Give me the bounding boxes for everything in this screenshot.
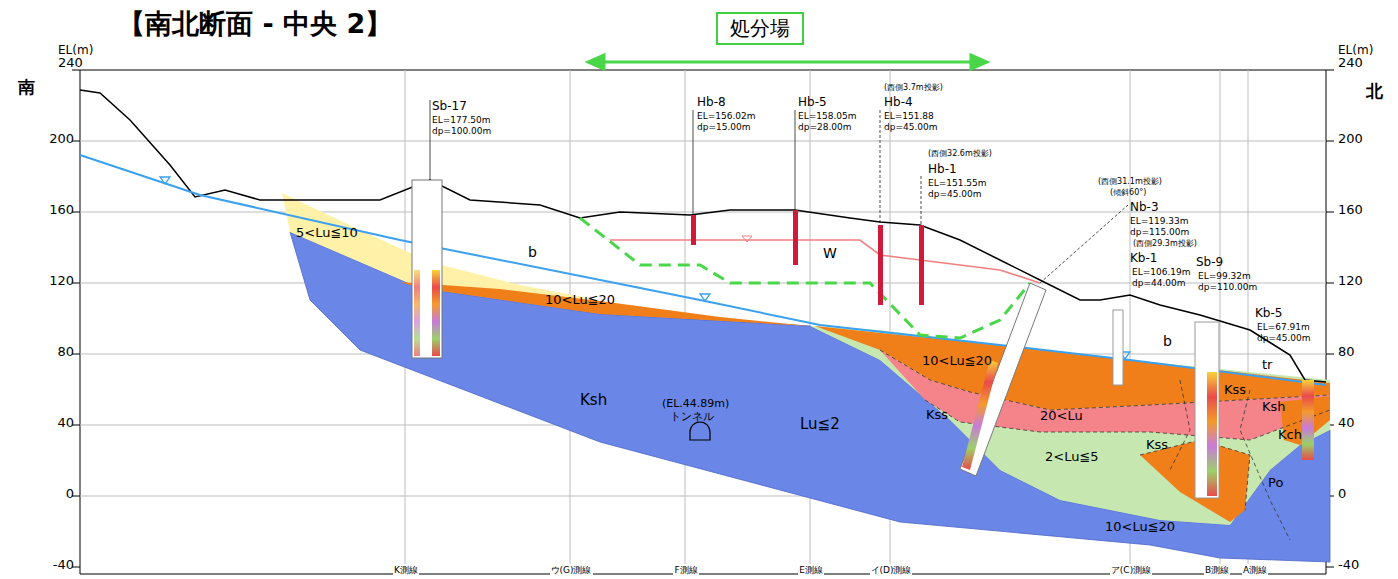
- borehole-data: EL=106.19m: [1132, 268, 1191, 278]
- borehole-name: Kb-1: [1130, 252, 1157, 265]
- direction-label: 北: [1366, 82, 1383, 101]
- axis-value: 200: [49, 132, 74, 146]
- axis-value: 0: [1338, 487, 1346, 501]
- permeability-zone: 5<Lu≦10: [296, 226, 358, 240]
- borehole-name: Nb-3: [1130, 201, 1159, 214]
- axis-value: -40: [53, 558, 74, 572]
- tunnel-elevation: (EL.44.89m): [662, 398, 729, 410]
- axis-value: 200: [1338, 132, 1363, 146]
- borehole-name: Sb-17: [432, 100, 467, 113]
- projection-note: (西側31.1m投影): [1098, 178, 1162, 187]
- axis-value: 240: [58, 56, 83, 70]
- borehole-data: EL=158.05m: [798, 112, 857, 122]
- borehole-data: dp=115.00m: [1130, 228, 1189, 238]
- borehole-name: Sb-9: [1196, 256, 1223, 269]
- axis-value: 40: [57, 416, 74, 430]
- borehole-data: EL=177.50m: [432, 116, 491, 126]
- layer-label: tr: [1262, 358, 1272, 372]
- borehole-data: dp=45.00m: [1257, 334, 1311, 344]
- borehole-data: dp=45.00m: [884, 123, 938, 133]
- axis-value: -40: [1338, 558, 1359, 572]
- projection-note: (傾斜60°): [1110, 189, 1146, 198]
- axis-value: 80: [57, 345, 74, 359]
- permeability-zone: 10<Lu≦20: [545, 293, 615, 307]
- survey-line: K測線: [393, 566, 419, 576]
- rock-unit: Kss: [1146, 438, 1168, 452]
- rock-unit: Kch: [1278, 428, 1302, 442]
- rock-unit: Ksh: [580, 392, 607, 409]
- axis-value: 40: [1338, 416, 1355, 430]
- section-title: 【南北断面 - 中央 2】: [118, 6, 392, 42]
- tunnel-label: トンネル: [670, 411, 714, 423]
- landfill-box: 処分場: [716, 12, 804, 45]
- water-label: W: [823, 246, 837, 261]
- direction-label: 南: [18, 78, 35, 97]
- survey-line: E測線: [798, 566, 824, 576]
- rock-unit: Po: [1268, 476, 1283, 490]
- borehole-name: Hb-5: [798, 96, 827, 109]
- axis-value: 120: [49, 274, 74, 288]
- survey-line: イ(D)測線: [870, 566, 913, 576]
- borehole-data: EL=99.32m: [1198, 272, 1251, 282]
- survey-line: B測線: [1204, 566, 1230, 576]
- borehole-name: Hb-4: [884, 96, 913, 109]
- borehole-data: EL=151.88: [884, 112, 934, 122]
- permeability-zone: Lu≦2: [800, 416, 840, 433]
- borehole-data: dp=15.00m: [697, 123, 751, 133]
- borehole-data: EL=119.33m: [1130, 217, 1189, 227]
- axis-value: 240: [1338, 56, 1363, 70]
- borehole-data: dp=28.00m: [798, 123, 852, 133]
- axis-value: 80: [1338, 345, 1355, 359]
- projection-note: (西側29.3m投影): [1133, 240, 1197, 249]
- borehole-name: Kb-5: [1255, 307, 1282, 320]
- survey-line: F測線: [673, 566, 698, 576]
- axis-value: 160: [1338, 203, 1363, 217]
- permeability-zone: 2<Lu≦5: [1045, 450, 1099, 464]
- rock-unit: Kss: [926, 408, 948, 422]
- projection-note: (西側3.7m投影): [884, 84, 943, 93]
- permeability-zone: 20<Lu: [1040, 409, 1083, 423]
- borehole-data: dp=45.00m: [928, 190, 982, 200]
- rock-unit: Ksh: [1262, 400, 1286, 414]
- borehole-data: dp=100.00m: [432, 127, 491, 137]
- axis-value: 0: [66, 487, 74, 501]
- permeability-zone: 10<Lu≦20: [922, 354, 992, 368]
- survey-line: A測線: [1242, 566, 1268, 576]
- axis-value: 120: [1338, 274, 1363, 288]
- borehole-data: EL=156.02m: [697, 112, 756, 122]
- layer-label: b: [1163, 334, 1172, 349]
- landfill-label: 処分場: [730, 16, 790, 40]
- rock-unit: Kss: [1224, 383, 1246, 397]
- survey-line: ウ(G)測線: [550, 566, 593, 576]
- borehole-data: dp=110.00m: [1198, 283, 1257, 293]
- borehole-data: EL=67.91m: [1257, 323, 1310, 333]
- projection-note: (西側32.6m投影): [928, 150, 992, 159]
- layer-label: b: [528, 245, 537, 260]
- axis-value: 160: [49, 203, 74, 217]
- borehole-data: EL=151.55m: [928, 179, 987, 189]
- borehole-name: Hb-1: [928, 163, 957, 176]
- borehole-data: dp=44.00m: [1132, 279, 1186, 289]
- borehole-name: Hb-8: [697, 96, 726, 109]
- permeability-zone: 10<Lu≦20: [1105, 520, 1175, 534]
- survey-line: ア(C)測線: [1110, 566, 1152, 576]
